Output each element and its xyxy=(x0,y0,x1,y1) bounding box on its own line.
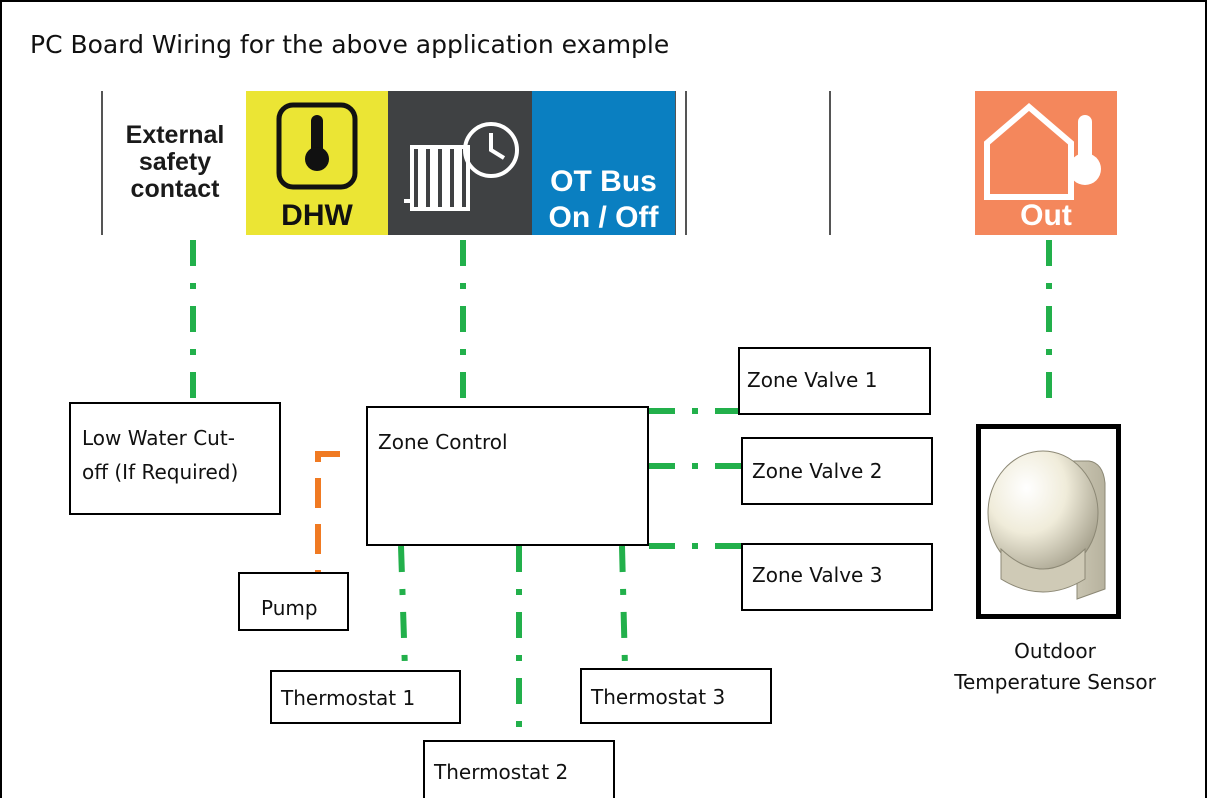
outdoor-sensor-icon xyxy=(987,450,1106,600)
outdoor-sensor-frame xyxy=(976,424,1121,619)
terminal-label-safety: External safety contact xyxy=(125,121,225,203)
terminal-heating-schedule xyxy=(388,91,532,235)
terminal-label-ot-bus: OT Bus On / Off xyxy=(548,165,659,234)
thermometer-icon xyxy=(276,102,358,190)
wire-zone-control-to-thermostat-1 xyxy=(398,545,408,671)
diagram-title: PC Board Wiring for the above applicatio… xyxy=(30,30,670,59)
zone-valve-2-box: Zone Valve 2 xyxy=(741,437,933,505)
terminal-ot-bus: OT Bus On / Off xyxy=(532,91,675,235)
wire-zone-control-to-thermostat-3 xyxy=(619,545,628,669)
zone-control-box: Zone Control xyxy=(366,406,649,546)
terminal-label-out: Out xyxy=(1020,199,1072,232)
terminal-outdoor: Out xyxy=(975,91,1117,235)
thermostat-1-box: Thermostat 1 xyxy=(270,670,461,724)
zone-valve-3-box: Zone Valve 3 xyxy=(741,543,933,611)
terminal-dhw: DHW xyxy=(246,91,388,235)
low-water-cutoff-box: Low Water Cut- off (If Required) xyxy=(69,402,281,515)
thermostat-2-box: Thermostat 2 xyxy=(423,740,615,798)
sensor-caption: Outdoor Temperature Sensor xyxy=(954,639,1156,694)
radiator-clock-icon xyxy=(404,122,519,211)
pump-box: Pump xyxy=(238,572,349,631)
house-thermometer-icon xyxy=(984,103,1101,200)
wire-zone-control-to-pump xyxy=(315,451,340,572)
thermostat-3-box: Thermostat 3 xyxy=(580,668,772,724)
zone-valve-1-box: Zone Valve 1 xyxy=(738,347,931,415)
terminal-external-safety-contact: External safety contact xyxy=(104,91,246,235)
terminal-label-dhw: DHW xyxy=(281,199,353,232)
